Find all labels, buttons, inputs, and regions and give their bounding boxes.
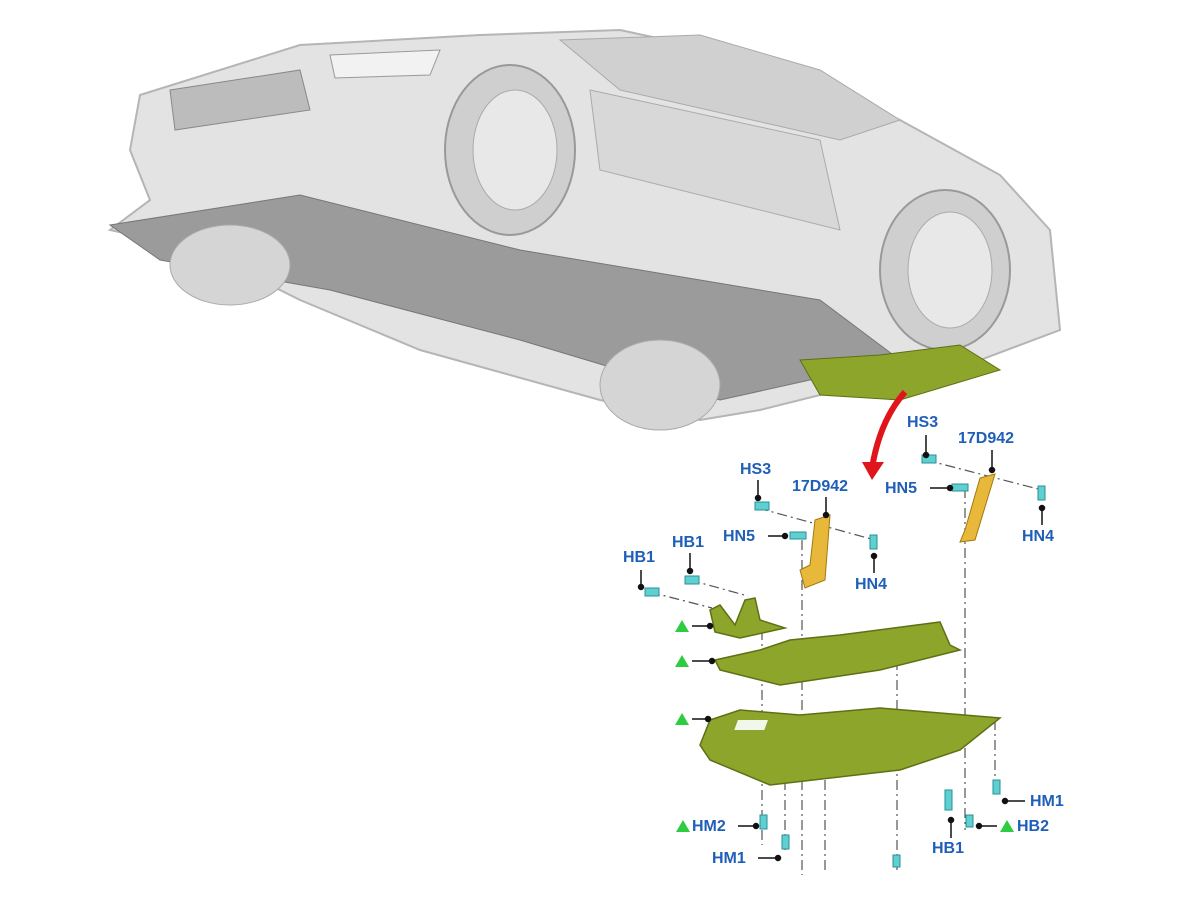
callout-hs3-left: HS3: [740, 461, 772, 478]
callout-hn4-left: HN4: [855, 576, 888, 593]
underbody-shields: [699, 597, 1002, 786]
callout-hm1-left: HM1: [712, 850, 746, 867]
fasteners: [644, 454, 1046, 868]
callout-17d942-right: 17D942: [958, 430, 1015, 447]
lower-shield: [699, 707, 1002, 786]
front-shield-bracket: [709, 597, 788, 639]
green-triangle-marker: [1000, 820, 1014, 832]
green-triangle-marker: [675, 620, 689, 632]
callout-hm1-right: HM1: [1030, 793, 1064, 810]
callout-hn5-right: HN5: [885, 480, 918, 497]
callout-hb1-inner: HB1: [672, 534, 705, 551]
callout-hn5-left: HN5: [723, 528, 756, 545]
callout-17d942-left: 17D942: [792, 478, 849, 495]
callout-hn4-right: HN4: [1022, 528, 1055, 545]
green-triangle-marker: [675, 713, 689, 725]
green-triangle-marker: [675, 655, 689, 667]
callout-hb1-bottom: HB1: [932, 840, 965, 857]
green-triangle-marker: [676, 820, 690, 832]
callout-arrow: [869, 390, 908, 469]
callout-hs3-right: HS3: [907, 414, 939, 431]
upper-shield: [713, 621, 963, 686]
callout-hb2: HB2: [1017, 818, 1050, 835]
callout-hb1-outer: HB1: [623, 549, 656, 566]
brackets-17D942: [799, 473, 996, 589]
callout-hm2: HM2: [692, 818, 726, 835]
car-illustration: [107, 28, 1062, 431]
